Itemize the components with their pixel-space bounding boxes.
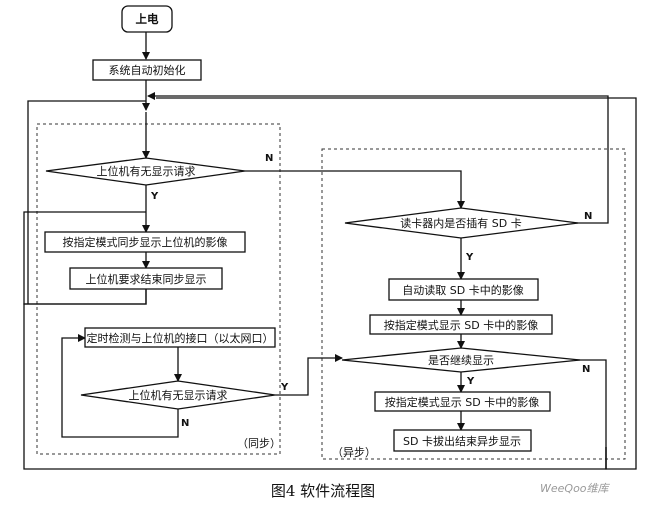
host-request-1-decision <box>45 157 246 186</box>
auto-init-label: 系统自动初始化 <box>109 63 186 77</box>
no-label-host-2: N <box>181 418 189 429</box>
continue-label: 是否继续显示 <box>428 353 494 367</box>
power-on-node <box>121 5 173 33</box>
timed-check-label: 定时检测与上位机的接口（以太网口） <box>87 331 274 345</box>
watermark: WeeQoo维库 <box>540 482 611 495</box>
host-request-1-label: 上位机有无显示请求 <box>97 164 196 178</box>
host-end-sync-label: 上位机要求结束同步显示 <box>86 272 207 286</box>
sd-removed-node <box>393 429 532 452</box>
no-label-sd: N <box>584 211 592 222</box>
timed-check-node <box>84 327 276 348</box>
host-request-2-decision <box>80 380 276 410</box>
read-sd-label: 自动读取 SD 卡中的影像 <box>402 283 523 297</box>
yes-label-host-2: Y <box>280 382 289 393</box>
yes-label-sd: Y <box>465 252 474 263</box>
show-sd-2-label: 按指定模式显示 SD 卡中的影像 <box>385 395 539 409</box>
sd-inserted-decision <box>344 207 579 239</box>
no-label-continue: N <box>582 364 590 375</box>
sync-display-label: 按指定模式同步显示上位机的影像 <box>63 235 228 249</box>
show-sd-2-node <box>374 391 551 412</box>
async-region-frame <box>321 148 626 460</box>
yes-label-continue: Y <box>466 376 475 387</box>
async-region-label: （异步） <box>332 446 376 459</box>
sync-display-node <box>44 231 246 253</box>
host-end-sync-node <box>69 267 223 290</box>
sync-region-label: （同步） <box>237 437 281 450</box>
power-on-label: 上电 <box>136 12 159 26</box>
sd-inserted-label: 读卡器内是否插有 SD 卡 <box>400 216 521 230</box>
show-sd-1-node <box>369 314 553 335</box>
figure-caption: 图4 软件流程图 <box>271 482 375 500</box>
sd-removed-label: SD 卡拔出结束异步显示 <box>403 434 521 448</box>
read-sd-node <box>388 278 539 301</box>
host-request-2-label: 上位机有无显示请求 <box>129 388 228 402</box>
auto-init-node <box>92 59 202 81</box>
continue-decision <box>341 347 581 373</box>
yes-label-host-1: Y <box>150 191 159 202</box>
sync-region-frame <box>36 123 281 455</box>
no-label-host-1: N <box>265 153 273 164</box>
show-sd-1-label: 按指定模式显示 SD 卡中的影像 <box>384 318 538 332</box>
